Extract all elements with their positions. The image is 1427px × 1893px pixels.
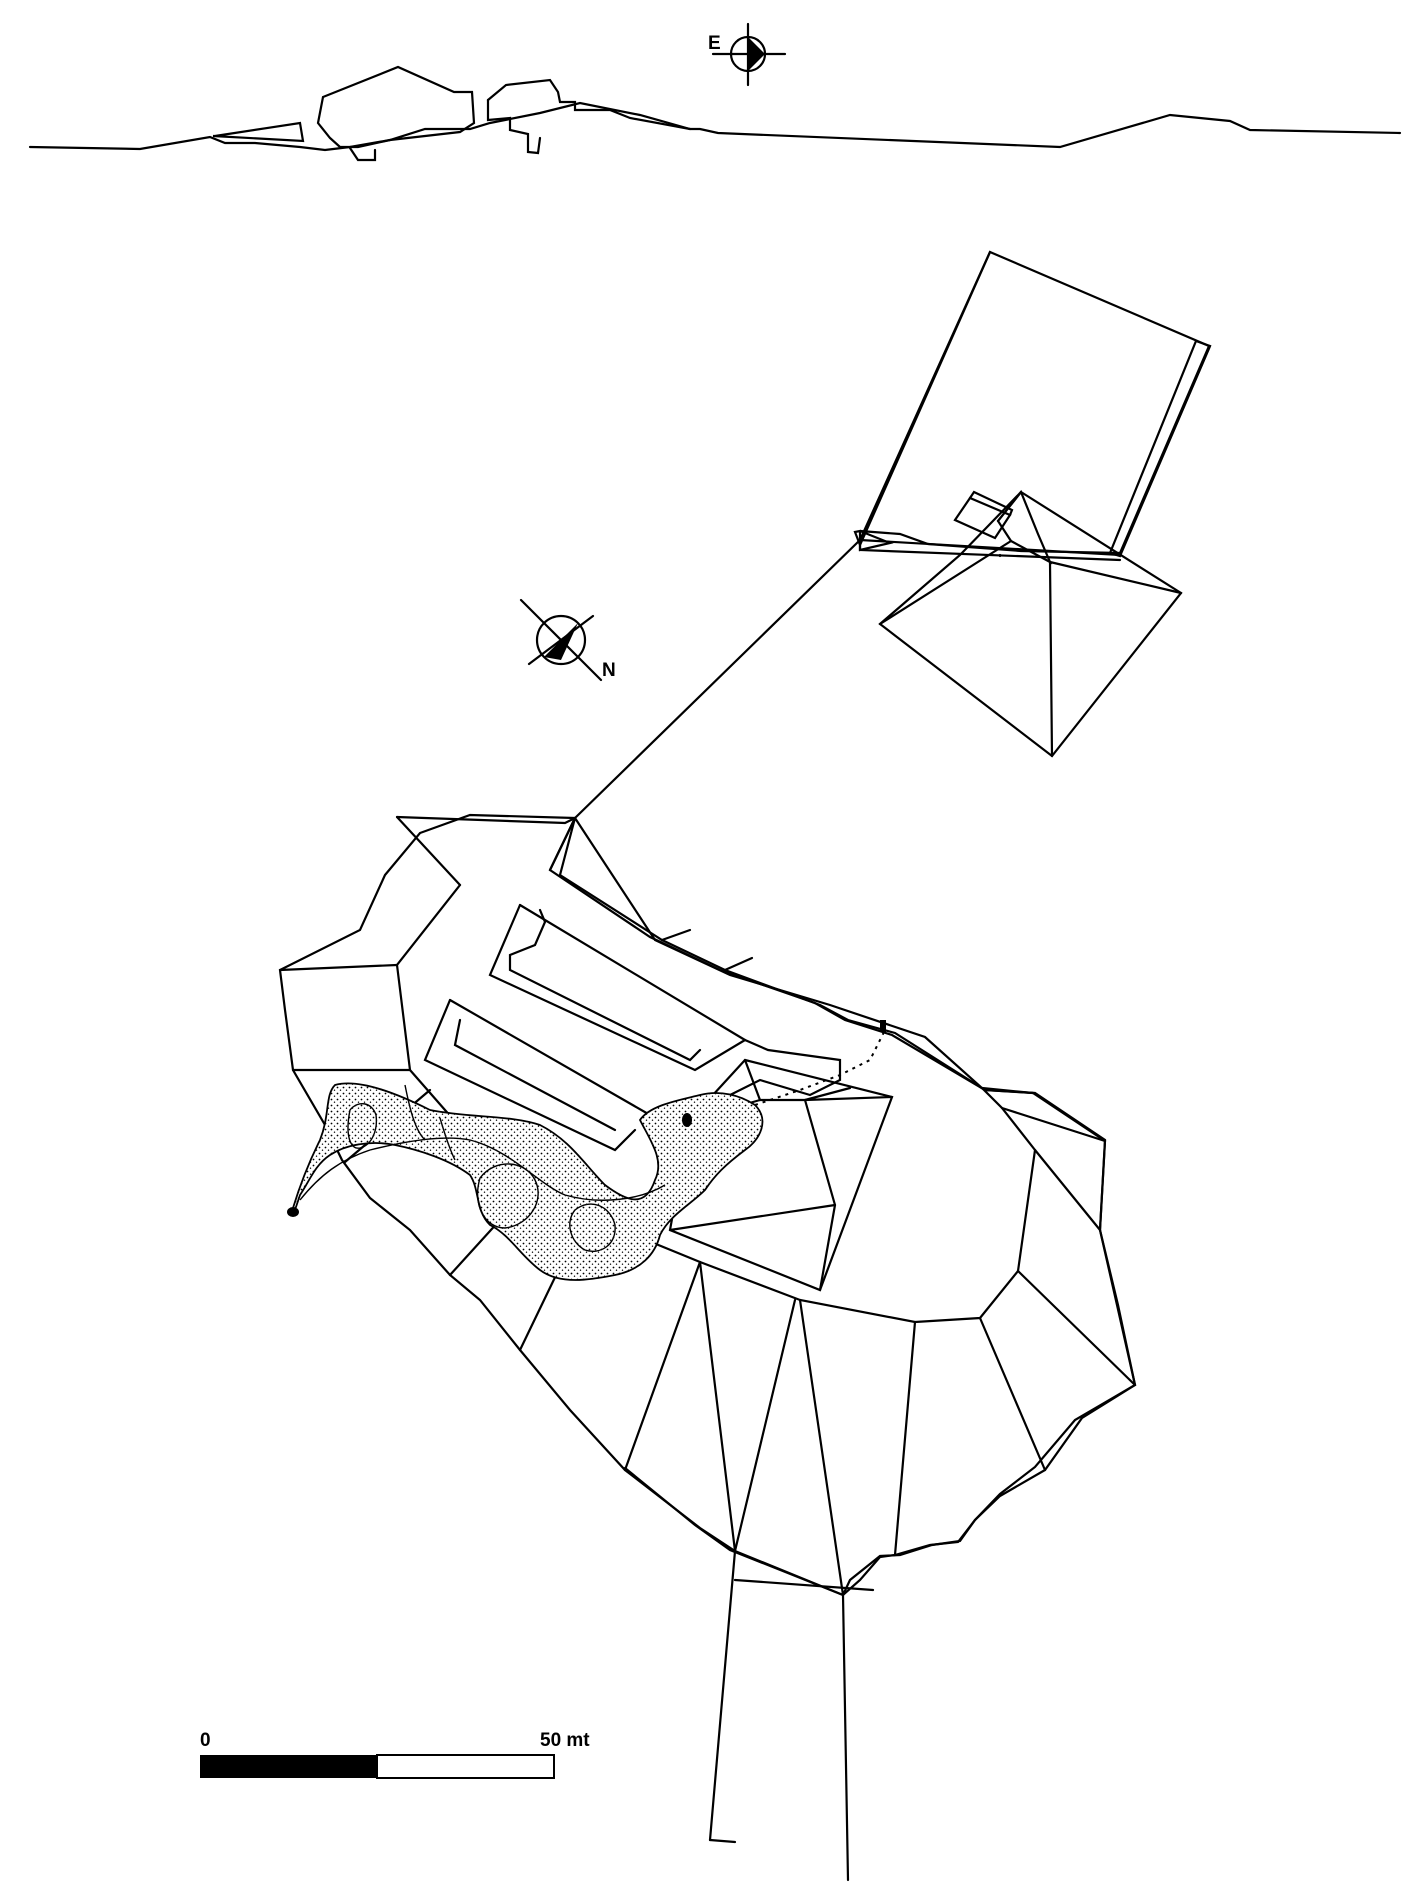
upper-pyramid-ridge-1 (1048, 560, 1183, 595)
ramp-right-edge (798, 1298, 850, 1882)
cave-tunnel-dotted (754, 1029, 886, 1106)
section-cavity-outline (486, 98, 542, 155)
terrace-segment-9 (893, 1320, 917, 1557)
cave-passage-trace (299, 1137, 666, 1201)
scale-start-label: 0 (200, 1730, 211, 1751)
scale-bar-dark-segment (200, 1755, 377, 1778)
upper-pyramid (878, 489, 1183, 758)
scale-bar-light-segment (376, 1754, 555, 1779)
terrace-segment-14 (980, 1086, 1035, 1095)
upper-platform (853, 250, 1212, 562)
terrace-segment-7 (623, 1260, 702, 1472)
upper-pyramid-ridge-4 (996, 490, 1023, 523)
ramp-left-edge (698, 1260, 737, 1842)
trench-lower-top (448, 998, 652, 1117)
cave-opening-marker-icon (682, 1113, 692, 1127)
upper-pyramid-ridge-2 (1048, 560, 1054, 758)
trenches (423, 903, 842, 1152)
terrace-inner-west (548, 816, 577, 872)
terrace (278, 813, 1137, 1597)
upper-platform-edge (1108, 339, 1212, 558)
compass-plan-ring-icon (535, 614, 587, 666)
trench-lower-outline (423, 998, 637, 1152)
section-shaft-outline (348, 146, 377, 162)
scale-bar: 0 50 mt (200, 1730, 590, 1779)
causeway-left-edge (573, 538, 862, 820)
compass-section-label: E (708, 33, 721, 54)
terrace-segment-8 (733, 1298, 797, 1553)
terrace-segment-5 (448, 1218, 502, 1277)
terrace-segment-12 (1033, 1148, 1102, 1232)
cave-passage-left (347, 1103, 378, 1149)
terrace-outer-outline (278, 813, 1137, 1597)
terrace-segment-10 (978, 1316, 1047, 1472)
ramp-cross-line (733, 1578, 875, 1592)
compass-section: E (708, 22, 787, 87)
cave-end-marker-icon (287, 1207, 299, 1217)
terrace-segment-11 (1016, 1269, 1137, 1387)
cave-passage-trace-2 (404, 1084, 456, 1161)
cave-tunnel-end-marker-icon (880, 1020, 886, 1032)
compass-plan: N (519, 598, 616, 682)
terrace-inner-outline (395, 816, 1037, 1324)
cave-main-chamber (291, 1082, 764, 1281)
cave-chamber-ring-2 (569, 1203, 616, 1252)
trench-lower-inner (453, 1018, 617, 1132)
upper-pyramid-stair-side (968, 490, 1014, 517)
terrace-segment-15 (660, 928, 692, 942)
ramp-end-line (708, 1838, 737, 1844)
trench-upper-inner (508, 908, 702, 1062)
terrace-segment-2 (278, 963, 399, 972)
lower-pyramid-ridge-4 (668, 1203, 837, 1232)
compass-section-arrow-icon (748, 37, 765, 71)
terrace-segment-16 (723, 956, 754, 972)
lower-pyramid-top (743, 1058, 852, 1102)
upper-pyramid-ridge-3 (878, 539, 1013, 626)
cave-system (287, 1020, 886, 1281)
ground-profile-line (28, 101, 1402, 152)
section-steps-outline (486, 78, 692, 131)
upper-platform-front (858, 538, 1122, 562)
scale-end-label: 50 mt (540, 1730, 590, 1751)
causeway (573, 538, 1002, 820)
upper-platform-top (858, 250, 1212, 557)
upper-pyramid-outline (878, 490, 1183, 758)
section-mound-outline (316, 65, 476, 149)
section-platform-outline (212, 121, 305, 143)
cave-chamber-ring-1 (476, 1163, 539, 1229)
trench-upper-outline (488, 903, 842, 1142)
trench-upper-top (518, 903, 747, 1042)
terrace-segment-13 (1000, 1106, 1107, 1143)
compass-plan-arrow-icon (544, 623, 578, 660)
lower-pyramid-ridge-1 (803, 1095, 894, 1102)
terrace-segment-1 (395, 815, 462, 887)
upper-platform-outline (853, 250, 1211, 555)
approach-ramp (698, 1260, 875, 1882)
cross-section-profile (28, 65, 1402, 162)
compass-plan-label: N (602, 660, 616, 681)
